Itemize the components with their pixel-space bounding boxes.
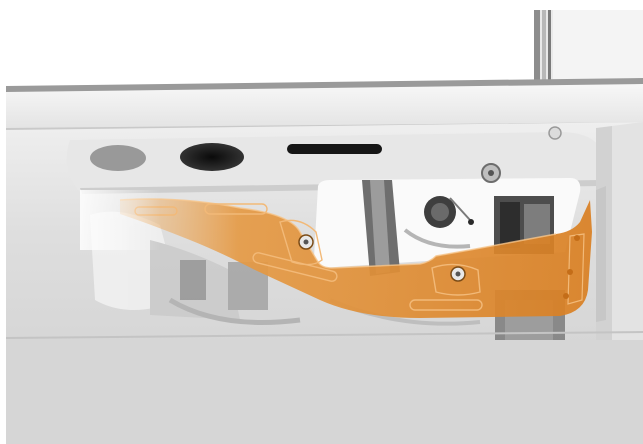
access-hole-left xyxy=(90,145,146,171)
window-frame xyxy=(534,10,643,88)
slot-opening xyxy=(287,144,382,154)
lower-panel xyxy=(6,340,643,444)
reinforcement-bracket xyxy=(119,198,592,318)
top-right-screw xyxy=(548,126,562,140)
lower-panel-crease xyxy=(5,331,643,339)
access-hole-middle xyxy=(180,143,244,171)
left-fade xyxy=(80,190,160,250)
